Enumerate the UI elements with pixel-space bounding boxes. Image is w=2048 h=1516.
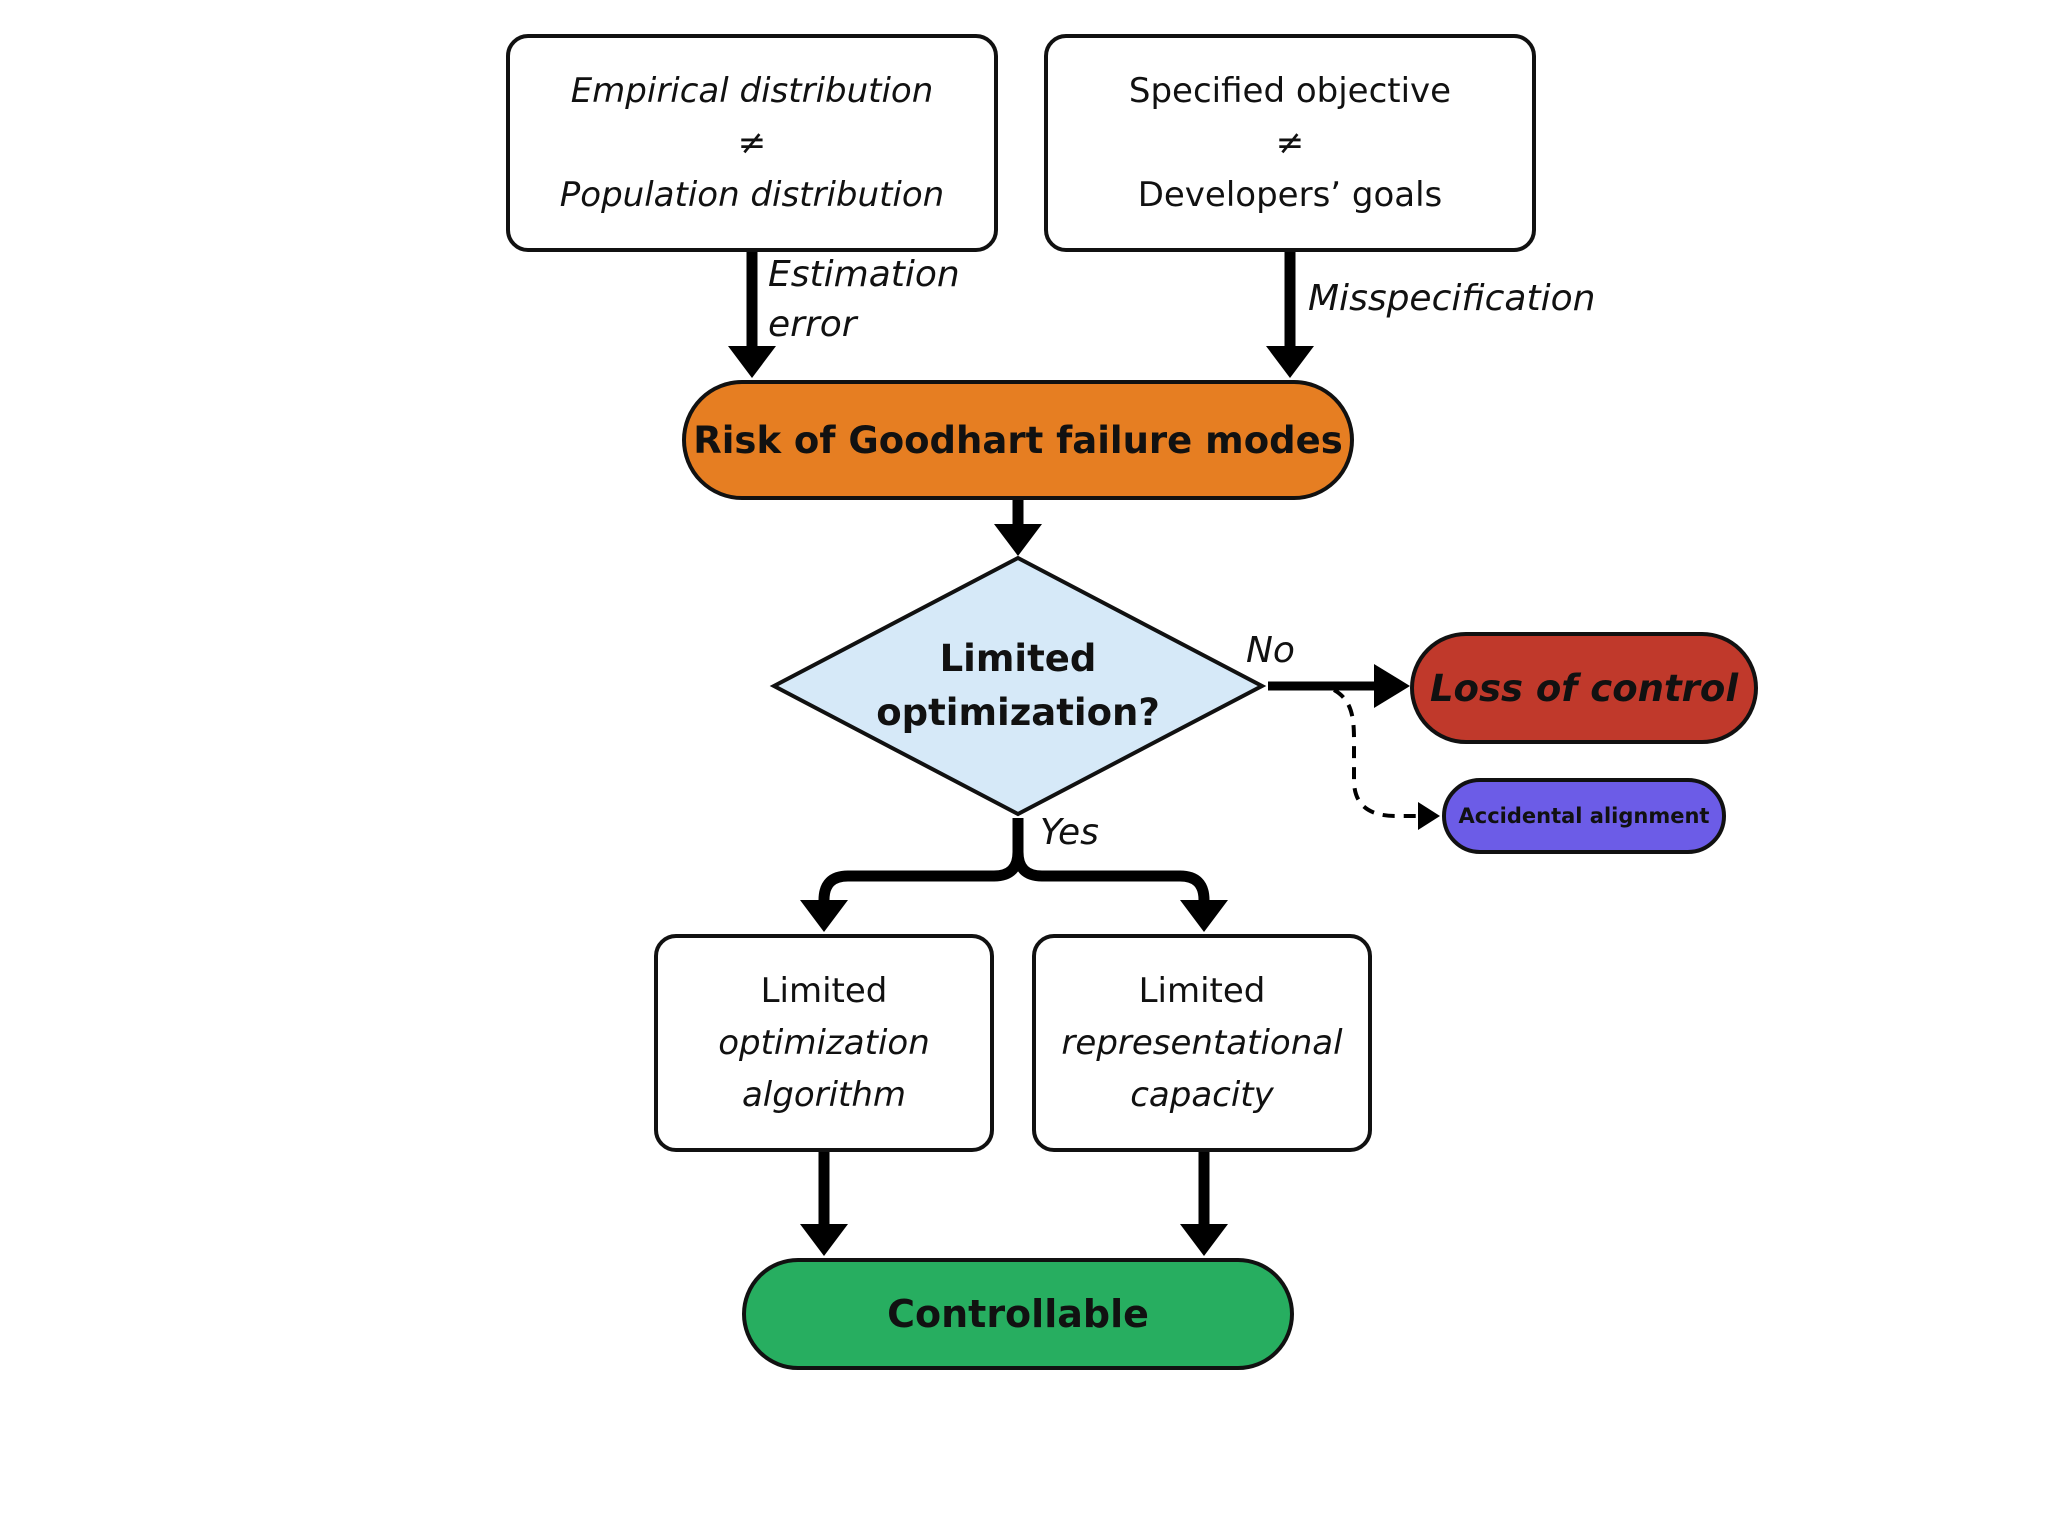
dashed-arrow-accidental	[1332, 688, 1418, 818]
algo-line-3: algorithm	[741, 1075, 907, 1115]
arrowhead-algo-to-controllable	[800, 1224, 848, 1256]
accidental-alignment-label: Accidental alignment	[1458, 804, 1710, 828]
arrowhead-no-to-loss	[1374, 664, 1410, 708]
arrowhead-risk-to-decision	[994, 524, 1042, 556]
accidental-alignment-node: Accidental alignment	[1442, 778, 1726, 854]
capacity-line-1: Limited	[1138, 971, 1266, 1011]
edge-label-estimation-line-1: Estimation	[768, 254, 960, 295]
capacity-line-3: capacity	[1130, 1075, 1274, 1115]
decision-label: Limited optimization?	[818, 632, 1218, 740]
edge-label-misspecification: Misspecification	[1308, 278, 1596, 319]
limited-optimization-algorithm-box: Limited optimization algorithm	[654, 934, 994, 1152]
edge-label-yes: Yes	[1040, 812, 1099, 853]
arrowhead-estimation-error	[728, 346, 776, 378]
loss-of-control-label: Loss of control	[1429, 666, 1739, 710]
arrowhead-capacity-to-controllable	[1180, 1224, 1228, 1256]
empirical-line-1: Empirical distribution	[570, 71, 934, 111]
arrow-yes-branch	[818, 818, 1210, 902]
algo-line-2: optimization	[718, 1023, 930, 1063]
limited-representational-capacity-box: Limited representational capacity	[1032, 934, 1372, 1152]
controllable-node: Controllable	[742, 1258, 1294, 1370]
controllable-label: Controllable	[887, 1292, 1149, 1336]
empirical-line-3: Population distribution	[559, 175, 945, 215]
arrowhead-yes-right	[1180, 900, 1228, 932]
decision-line-1: Limited	[939, 637, 1097, 680]
risk-goodhart-node: Risk of Goodhart failure modes	[682, 380, 1354, 500]
decision-line-2: optimization?	[876, 691, 1160, 734]
decision-diamond	[769, 555, 1267, 817]
arrowhead-yes-left	[800, 900, 848, 932]
risk-goodhart-label: Risk of Goodhart failure modes	[693, 418, 1343, 462]
arrowhead-accidental	[1418, 802, 1440, 830]
specified-line-1: Specified objective	[1128, 71, 1452, 111]
loss-of-control-node: Loss of control	[1410, 632, 1758, 744]
capacity-line-2: representational	[1061, 1023, 1343, 1063]
specified-not-equal: ≠	[1275, 123, 1305, 163]
algo-line-1: Limited	[760, 971, 888, 1011]
edge-label-estimation-line-2: error	[768, 304, 857, 345]
empirical-not-equal: ≠	[737, 123, 767, 163]
specified-line-3: Developers’ goals	[1137, 175, 1443, 215]
empirical-distribution-box: Empirical distribution ≠ Population dist…	[506, 34, 998, 252]
edge-label-estimation-error: Estimation error	[768, 250, 960, 350]
arrowhead-misspecification	[1266, 346, 1314, 378]
specified-objective-box: Specified objective ≠ Developers’ goals	[1044, 34, 1536, 252]
edge-label-no: No	[1246, 630, 1295, 671]
